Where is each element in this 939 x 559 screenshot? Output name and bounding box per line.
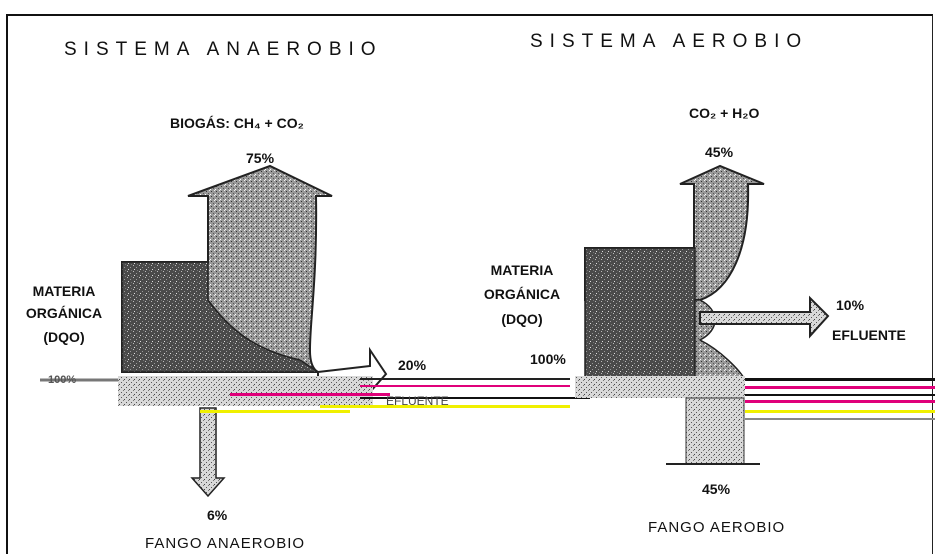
aerobic-input-pct: 100% — [530, 352, 566, 366]
aerobic-input-line-3: (DQO) — [476, 312, 568, 326]
aerobic-title: SISTEMA AEROBIO — [530, 32, 808, 51]
aerobic-sludge-label: FANGO AEROBIO — [648, 520, 785, 535]
aerobic-base-band — [575, 376, 745, 398]
anaerobic-input-line-2: ORGÁNICA — [18, 306, 110, 320]
anaerobic-sludge-pct: 6% — [207, 508, 227, 522]
aerobic-input-line-2: ORGÁNICA — [476, 287, 568, 301]
anaerobic-base-band — [118, 376, 373, 406]
anaerobic-effluent-pct: 20% — [398, 358, 426, 372]
anaerobic-title: SISTEMA ANAEROBIO — [64, 40, 383, 59]
aerobic-sludge-column — [686, 398, 744, 464]
anaerobic-input-line-3: (DQO) — [18, 330, 110, 344]
aerobic-input-block — [585, 248, 695, 378]
anaerobic-gas-label: BIOGÁS: CH₄ + CO₂ — [170, 116, 304, 130]
anaerobic-sludge-label: FANGO ANAEROBIO — [145, 536, 305, 551]
anaerobic-effluent-label: EFLUENTE — [386, 395, 449, 407]
anaerobic-gas-pct: 75% — [246, 151, 274, 165]
aerobic-sludge-pct: 45% — [702, 482, 730, 496]
anaerobic-input-pct: 100% — [48, 375, 76, 386]
aerobic-input-line-1: MATERIA — [476, 263, 568, 277]
anaerobic-input-line-1: MATERIA — [18, 284, 110, 298]
aerobic-effluent-label: EFLUENTE — [832, 328, 906, 342]
aerobic-gas-label: CO₂ + H₂O — [689, 106, 759, 120]
aerobic-effluent-arrow — [700, 298, 828, 336]
aerobic-gas-pct: 45% — [705, 145, 733, 159]
anaerobic-sludge-arrow — [192, 408, 224, 496]
aerobic-effluent-pct: 10% — [836, 298, 864, 312]
